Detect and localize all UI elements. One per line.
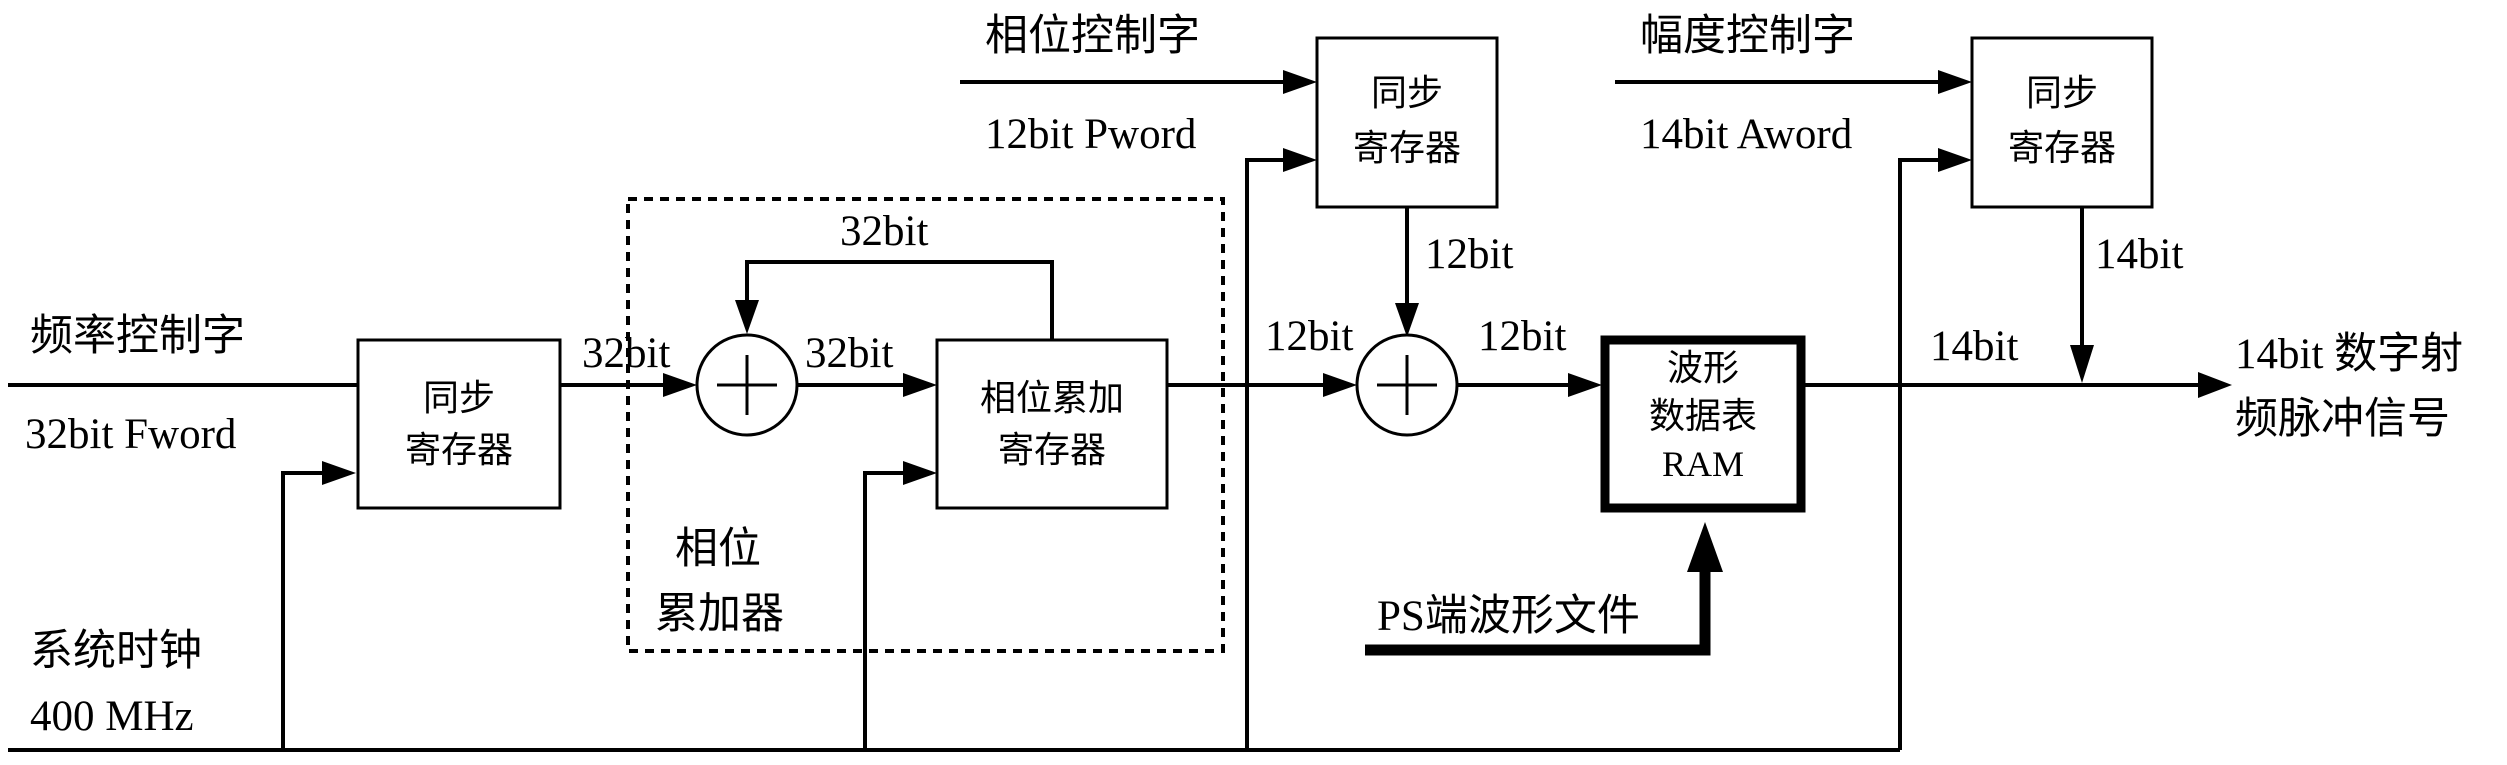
sync-register-amp-line2: 寄存器 <box>2008 128 2116 168</box>
ps-file-label: PS端波形文件 <box>1377 592 1640 640</box>
clock-freq: 400 MHz <box>30 693 194 740</box>
phase-accumulator-register <box>935 338 1169 510</box>
arrowhead <box>735 300 759 334</box>
clock-branch-sync-amp <box>1898 158 1940 750</box>
ps-file-line <box>1365 560 1711 656</box>
adder-1 <box>695 333 799 437</box>
waveform-ram-line1: 波形 <box>1667 348 1739 388</box>
arrowhead <box>1283 148 1317 172</box>
clock-label: 系统时钟 <box>30 628 202 675</box>
phase-word-label: 相位控制字 <box>985 12 1200 60</box>
waveform-ram-line2: 数据表 <box>1649 396 1757 436</box>
sync-register-phase-line2: 寄存器 <box>1353 128 1461 168</box>
arrowhead <box>903 461 937 485</box>
arrowhead <box>1395 303 1419 337</box>
freq-word-bits: 32bit Fword <box>25 411 236 458</box>
bus-label-amp-reg-out: 14bit <box>2095 231 2183 278</box>
sync-register-freq <box>356 338 562 510</box>
phase-accumulator-group <box>626 197 1225 653</box>
bus-label-feedback: 32bit <box>840 208 928 255</box>
arrowhead <box>1568 373 1602 397</box>
bus-label-adder-out: 32bit <box>805 330 893 377</box>
arrowhead <box>322 461 356 485</box>
arrowhead <box>903 373 937 397</box>
clock-branch-sync-freq <box>281 471 325 750</box>
arrowhead <box>2070 345 2094 383</box>
bus-label-adder2-out: 12bit <box>1478 313 1566 360</box>
sync-register-phase <box>1315 36 1499 209</box>
sync-register-freq-line2: 寄存器 <box>405 430 513 470</box>
clock-branch-acc-reg <box>863 471 905 750</box>
bus-label-acc-out: 12bit <box>1265 313 1353 360</box>
output-label-line1: 14bit 数字射 <box>2235 330 2463 378</box>
feedback-line <box>745 260 1054 340</box>
arrowhead <box>1938 70 1972 94</box>
sync-register-amp-line1: 同步 <box>2026 73 2098 113</box>
sync-register-freq-line1: 同步 <box>423 378 495 418</box>
amp-word-bits: 14bit Aword <box>1640 111 1852 158</box>
bus-label-phase-reg-out: 12bit <box>1425 231 1513 278</box>
arrowhead <box>1283 70 1317 94</box>
amp-word-label: 幅度控制字 <box>1640 12 1855 60</box>
sync-register-amp <box>1970 36 2154 209</box>
phase-acc-reg-line1: 相位累加 <box>980 378 1124 418</box>
adder-2 <box>1355 333 1459 437</box>
waveform-ram-line3: RAM <box>1662 444 1744 484</box>
arrowhead <box>663 373 697 397</box>
bus-label-acc-in: 32bit <box>582 330 670 377</box>
clock-branch-sync-phase <box>1245 158 1285 750</box>
freq-word-label: 频率控制字 <box>30 312 245 360</box>
arrowhead <box>2198 372 2232 398</box>
arrowhead <box>1938 148 1972 172</box>
phase-word-bits: 12bit Pword <box>985 111 1196 158</box>
output-label-line2: 频脉冲信号 <box>2235 396 2450 443</box>
arrowhead <box>1323 373 1357 397</box>
bus-label-ram-out: 14bit <box>1930 323 2018 370</box>
waveform-ram <box>1600 335 1806 513</box>
phase-acc-group-line2: 累加器 <box>655 591 784 638</box>
phase-acc-reg-line2: 寄存器 <box>998 430 1106 470</box>
sync-register-phase-line1: 同步 <box>1371 73 1443 113</box>
arrowhead <box>1687 522 1723 572</box>
phase-acc-group-line1: 相位 <box>675 525 761 573</box>
